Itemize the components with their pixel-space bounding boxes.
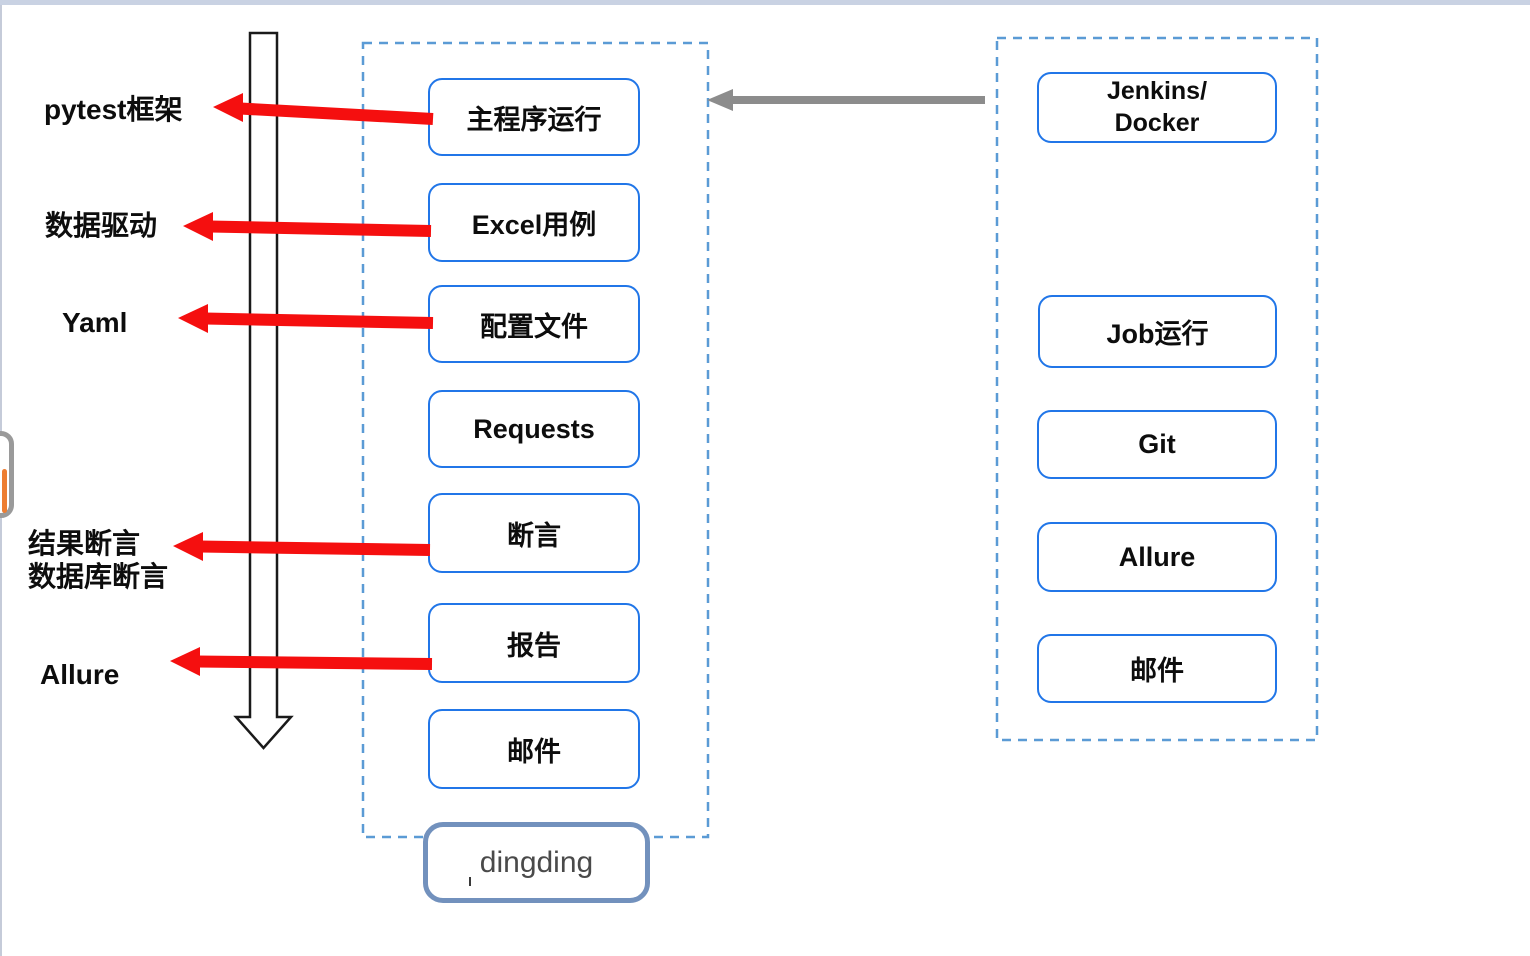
red-arrow-excel-to-datadriven — [183, 212, 432, 241]
box-job-run[interactable]: Job运行 — [1038, 295, 1277, 368]
label-pytest-framework: pytest框架 — [44, 94, 183, 125]
box-main-program[interactable]: 主程序运行 — [428, 78, 640, 156]
box-requests[interactable]: Requests — [428, 390, 640, 468]
edge-indicator — [0, 431, 14, 518]
box-assert[interactable]: 断言 — [428, 493, 640, 573]
gray-left-arrow-icon — [707, 89, 985, 111]
edge-indicator-orange-bar — [2, 469, 7, 513]
box-jenkins-docker-line1: Jenkins/ — [1106, 77, 1208, 106]
label-data-driven: 数据驱动 — [45, 210, 158, 241]
red-arrow-report-to-allure — [170, 647, 433, 676]
window-top-strip — [0, 0, 1530, 5]
box-allure[interactable]: Allure — [1037, 522, 1277, 592]
box-excel-cases[interactable]: Excel用例 — [428, 183, 640, 262]
label-assertions: 结果断言 数据库断言 — [28, 528, 169, 593]
label-yaml: Yaml — [62, 307, 128, 338]
box-jenkins-docker[interactable]: Jenkins/ Docker — [1037, 72, 1277, 143]
box-report[interactable]: 报告 — [428, 603, 640, 683]
box-git[interactable]: Git — [1037, 410, 1277, 479]
label-allure: Allure — [40, 659, 120, 690]
box-jenkins-docker-line2: Docker — [1114, 108, 1200, 137]
red-arrow-assert-to-assertions — [173, 532, 431, 561]
box-dingding[interactable]: dingding — [423, 822, 650, 903]
text-cursor — [469, 877, 471, 886]
flow-down-arrow-icon[interactable] — [233, 31, 294, 750]
box-mail-middle[interactable]: 邮件 — [428, 709, 640, 789]
box-config-file[interactable]: 配置文件 — [428, 285, 640, 363]
red-arrow-config-to-yaml — [178, 304, 434, 333]
box-mail-right[interactable]: 邮件 — [1037, 634, 1277, 703]
red-arrow-main-to-pytest — [213, 93, 434, 125]
